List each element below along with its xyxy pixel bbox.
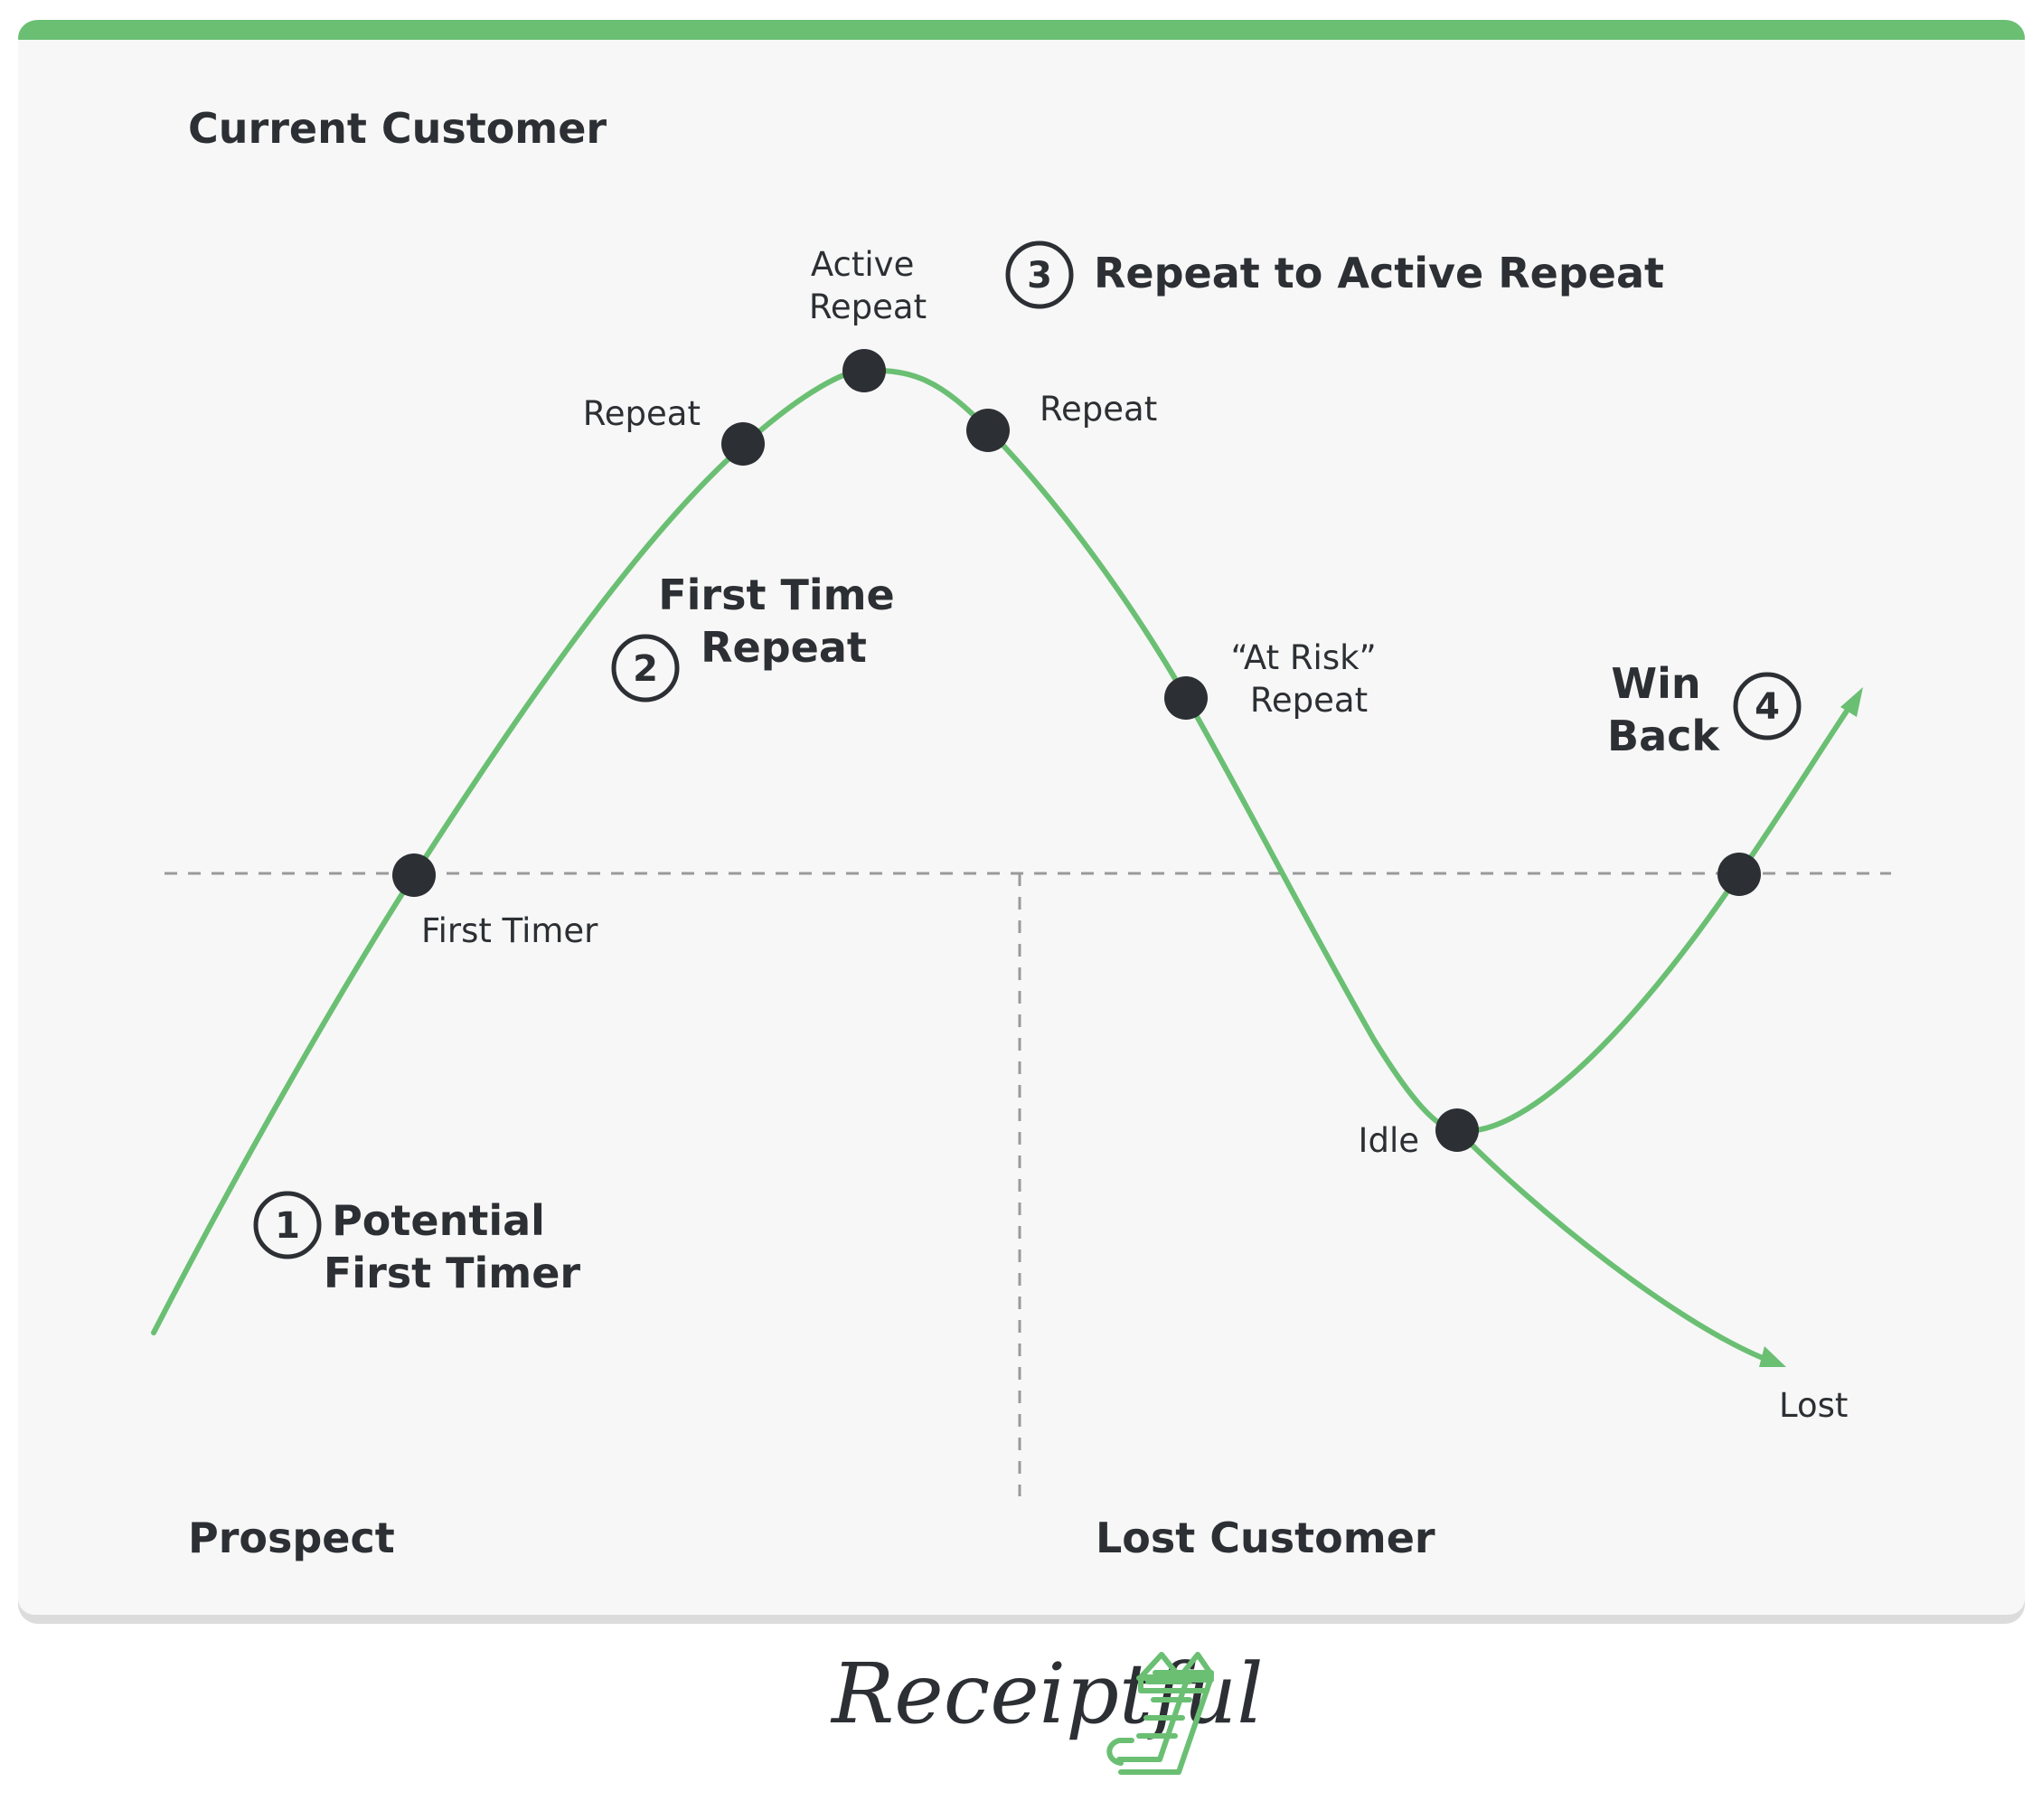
stage-4-number: 4: [1755, 686, 1780, 728]
stage-2: 2 First Time Repeat: [611, 571, 909, 703]
point-idle: [1435, 1108, 1479, 1152]
point-at-risk: [1164, 676, 1208, 720]
stage-1-label-line-1: Potential: [332, 1196, 545, 1245]
stage-1-label-line-2: First Timer: [324, 1249, 581, 1297]
label-at-risk-line-1: “At Risk”: [1231, 638, 1377, 677]
stage-2-number: 2: [633, 648, 658, 690]
section-prospect: Prospect: [188, 1514, 395, 1562]
lifecycle-points: [392, 349, 1761, 1152]
win-back-arrowhead: [1840, 687, 1863, 717]
stage-1: 1 Potential First Timer: [253, 1191, 581, 1297]
lost-arrowhead: [1759, 1346, 1786, 1367]
label-at-risk: “At Risk” Repeat: [1231, 638, 1388, 720]
label-active-repeat-line-1: Active: [811, 245, 914, 284]
stage-2-badge: [611, 634, 680, 703]
point-repeat-falling: [966, 409, 1010, 452]
stage-1-badge: [253, 1191, 322, 1259]
point-active-repeat: [842, 349, 886, 392]
stage-3-badge: [1005, 240, 1074, 309]
stage-2-label-line-1: First Time: [658, 571, 895, 619]
label-at-risk-line-2: Repeat: [1250, 681, 1368, 720]
stage-4: 4 Win Back: [1607, 659, 1802, 760]
stage-3-number: 3: [1027, 255, 1052, 297]
point-first-timer: [392, 853, 436, 897]
section-current-customer: Current Customer: [188, 104, 607, 153]
stage-4-label-line-2: Back: [1607, 712, 1720, 760]
receiptful-logo: Receiptful: [830, 1646, 1264, 1775]
stage-1-label: Potential First Timer: [324, 1196, 581, 1297]
receipt-icon: [1106, 1652, 1214, 1775]
point-repeat-rising: [721, 422, 765, 466]
label-lost: Lost: [1779, 1386, 1848, 1425]
stage-3: 3 Repeat to Active Repeat: [1005, 240, 1664, 309]
label-idle: Idle: [1359, 1121, 1419, 1160]
label-first-timer: First Timer: [421, 911, 598, 950]
section-lost-customer: Lost Customer: [1096, 1514, 1435, 1562]
lost-curve: [1454, 1127, 1765, 1361]
stage-4-label-line-1: Win: [1611, 659, 1700, 708]
stage-4-label: Win Back: [1607, 659, 1720, 760]
label-repeat-rising: Repeat: [583, 394, 701, 433]
point-win-back: [1717, 853, 1761, 896]
diagram-panel: [18, 20, 2025, 1624]
label-active-repeat: Active Repeat: [809, 245, 927, 326]
stage-3-label: Repeat to Active Repeat: [1094, 249, 1664, 297]
stage-1-number: 1: [275, 1205, 300, 1247]
win-back-curve: [1454, 699, 1856, 1134]
stage-2-label: First Time Repeat: [658, 571, 909, 672]
stage-4-badge: [1733, 672, 1802, 740]
label-active-repeat-line-2: Repeat: [809, 288, 927, 326]
stage-2-label-line-2: Repeat: [701, 623, 867, 672]
panel-background: [18, 40, 2025, 1615]
panel-background-top: [18, 40, 2025, 76]
label-repeat-falling: Repeat: [1040, 390, 1157, 429]
